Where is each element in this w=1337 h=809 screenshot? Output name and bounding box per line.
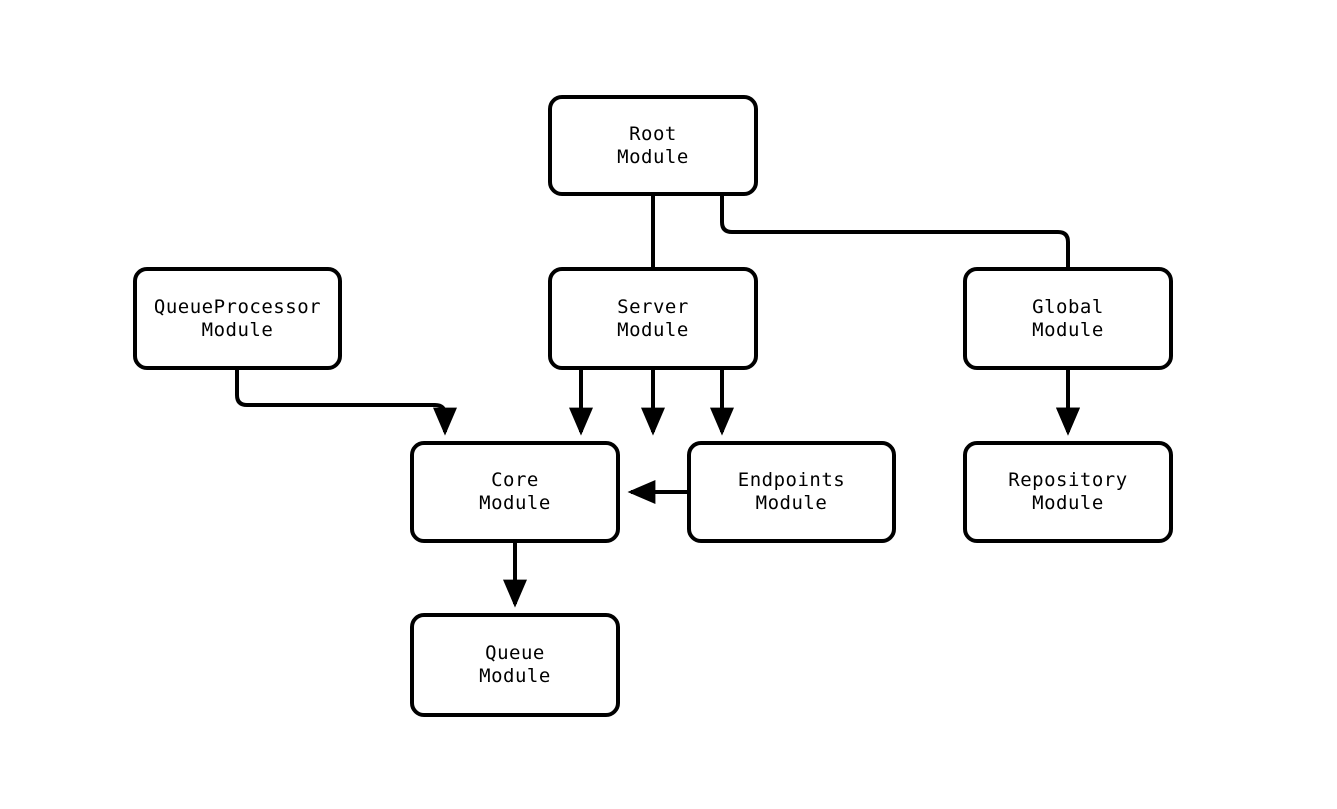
node-queue-module-label-line1: Queue [485,642,545,664]
node-global-module-label-line1: Global [1032,295,1104,318]
node-root-module-label-line2: Module [617,145,689,168]
node-core-module-label-line2: Module [479,492,551,514]
node-queueprocessor-module-label-line1: QueueProcessor [153,295,322,318]
node-repository-module[interactable]: Repository Module [963,441,1173,543]
node-core-module[interactable]: Core Module [410,441,620,543]
node-endpoints-module-label-line2: Module [755,492,828,514]
node-core-module-label-line1: Core [491,469,539,491]
node-queueprocessor-module[interactable]: QueueProcessor Module [133,267,342,370]
node-repository-module-label-line2: Module [1032,492,1104,514]
node-server-module[interactable]: Server Module [548,267,758,370]
node-queueprocessor-module-label-line2: Module [201,318,274,341]
node-endpoints-module-label-line1: Endpoints [737,469,846,491]
edge-queueprocessor-to-core [235,370,457,436]
node-server-module-label-line2: Module [617,318,689,341]
node-root-module-label-line1: Root [629,122,677,145]
node-root-module[interactable]: Root Module [548,95,758,196]
node-server-module-label-line1: Server [617,295,689,318]
node-endpoints-module[interactable]: Endpoints Module [687,441,896,543]
node-global-module[interactable]: Global Module [963,267,1173,370]
node-queue-module[interactable]: Queue Module [410,613,620,717]
node-repository-module-label-line1: Repository [1008,469,1128,491]
node-queue-module-label-line2: Module [479,665,551,687]
edge-root-to-global [720,196,1080,436]
node-global-module-label-line2: Module [1032,318,1104,341]
